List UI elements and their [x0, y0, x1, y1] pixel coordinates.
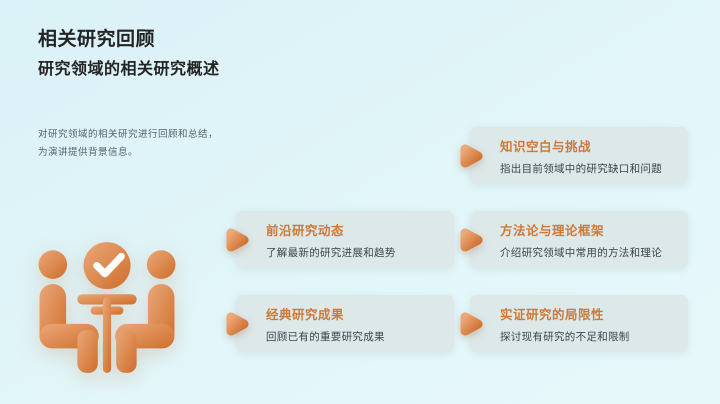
- play-arrow-icon: [219, 223, 253, 257]
- page-subtitle: 研究领域的相关研究概述: [38, 58, 220, 78]
- slide-header: 相关研究回顾 研究领域的相关研究概述: [38, 27, 220, 79]
- card-title: 方法论与理论框架: [500, 223, 605, 238]
- play-arrow-icon: [219, 307, 253, 341]
- card-title: 实证研究的局限性: [500, 307, 605, 322]
- play-arrow-icon: [453, 223, 487, 257]
- topic-card-methodology: 方法论与理论框架 介绍研究领域中常用的方法和理论: [470, 211, 688, 268]
- card-description: 探讨现有研究的不足和限制: [500, 331, 630, 343]
- meeting-checkmark-icon: [38, 242, 176, 373]
- card-description: 指出目前领域中的研究缺口和问题: [500, 163, 662, 175]
- play-arrow-icon: [453, 139, 487, 173]
- card-title: 经典研究成果: [266, 307, 345, 322]
- topic-card-knowledge-gaps: 知识空白与挑战 指出目前领域中的研究缺口和问题: [470, 127, 688, 184]
- topic-card-classic-results: 经典研究成果 回顾已有的重要研究成果: [236, 295, 454, 352]
- card-description: 介绍研究领域中常用的方法和理论: [500, 247, 662, 259]
- intro-line-1: 对研究领域的相关研究进行回顾和总结，: [38, 129, 219, 140]
- card-description: 回顾已有的重要研究成果: [266, 331, 385, 343]
- page-title: 相关研究回顾: [38, 28, 156, 50]
- card-title: 知识空白与挑战: [500, 139, 592, 154]
- card-description: 了解最新的研究进展和趋势: [266, 247, 396, 259]
- play-arrow-icon: [453, 307, 487, 341]
- intro-paragraph: 对研究领域的相关研究进行回顾和总结， 为演讲提供背景信息。: [38, 126, 268, 161]
- intro-line-2: 为演讲提供背景信息。: [38, 146, 139, 158]
- card-title: 前沿研究动态: [266, 223, 345, 238]
- topic-card-frontier-research: 前沿研究动态 了解最新的研究进展和趋势: [236, 211, 454, 268]
- topic-card-empirical-limitations: 实证研究的局限性 探讨现有研究的不足和限制: [470, 295, 688, 352]
